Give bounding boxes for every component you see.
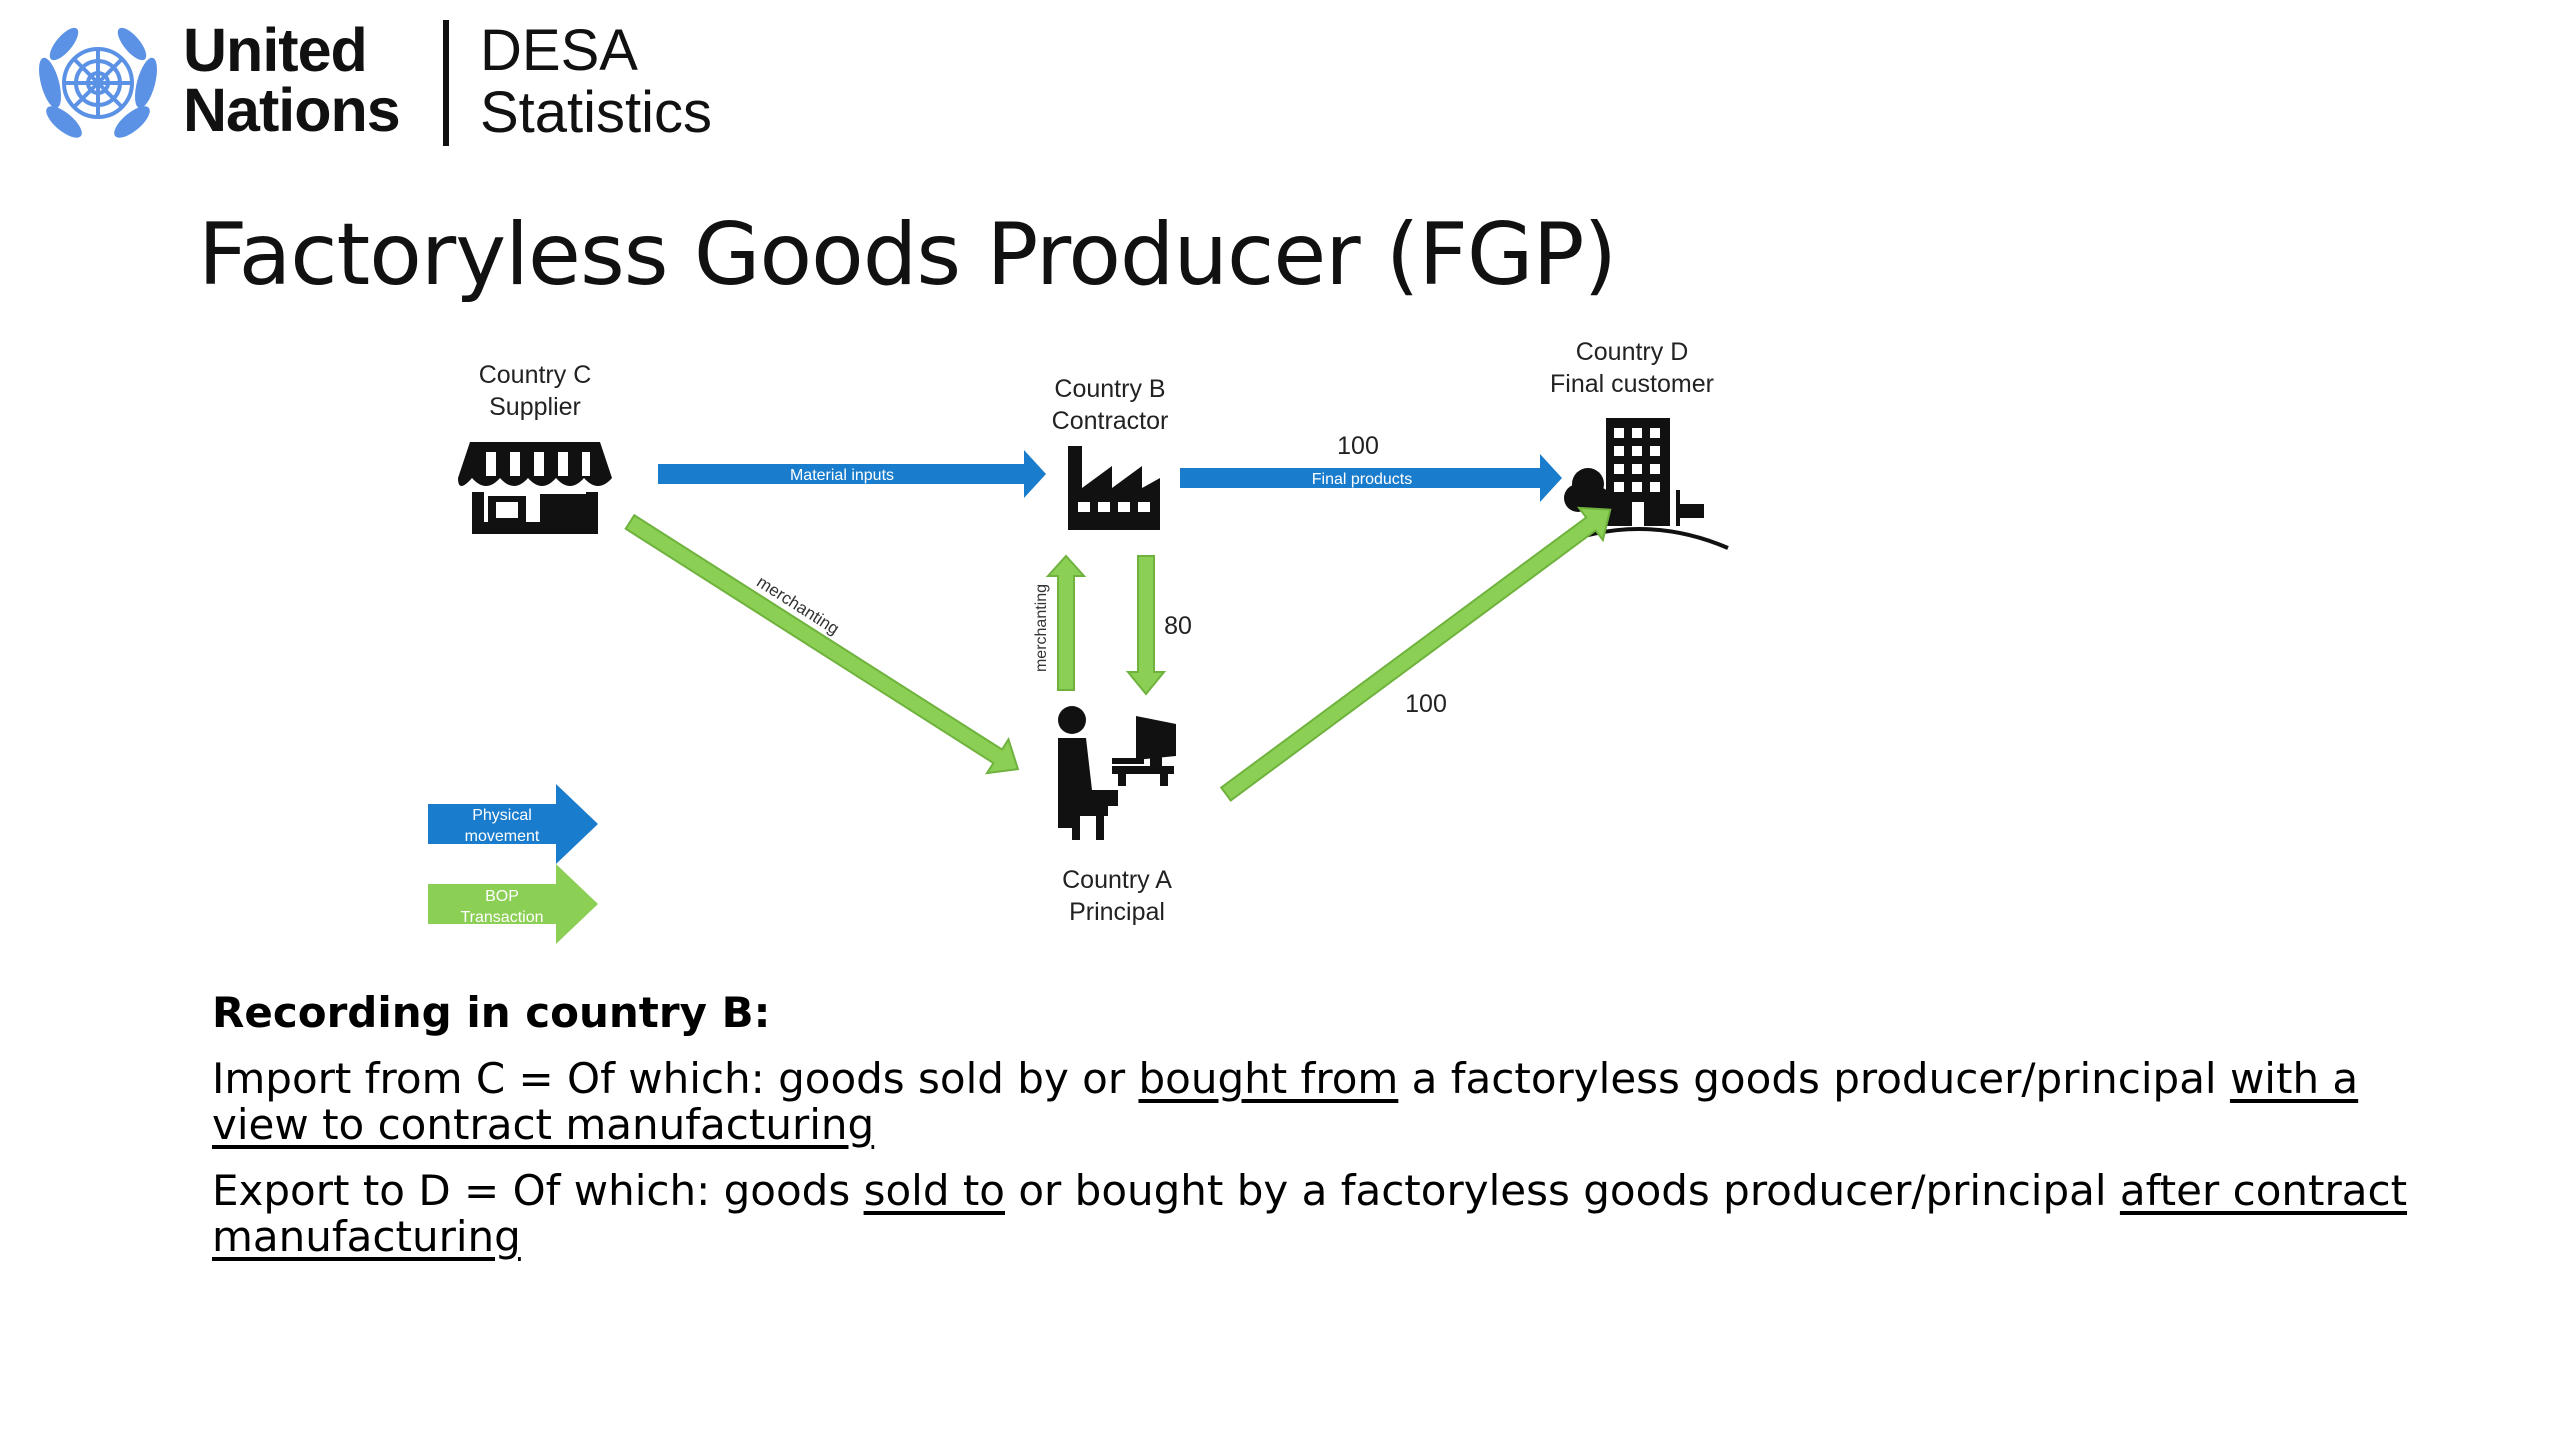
factory-icon: [1068, 446, 1160, 530]
merchanting-c-to-a-arrow: [624, 513, 1020, 775]
export-text-2: or bought by a factoryless goods produce…: [1005, 1166, 2120, 1215]
fgp-flow-diagram: Country C Supplier Country B Contractor …: [428, 338, 1729, 944]
legend-physical-line2: movement: [465, 828, 540, 845]
import-underline-1: bought from: [1138, 1054, 1399, 1103]
export-recording-paragraph: Export to D = Of which: goods sold to or…: [212, 1168, 2412, 1260]
b-to-a-value: 80: [1164, 612, 1192, 640]
export-text-1: Export to D = Of which: goods: [212, 1166, 864, 1215]
country-c-label: Country C: [479, 361, 592, 389]
legend: Physical movement BOP Transaction: [428, 784, 598, 944]
legend-bop-line2: Transaction: [461, 909, 544, 926]
import-text-1: Import from C = Of which: goods sold by …: [212, 1054, 1139, 1103]
recording-section: Recording in country B: Import from C = …: [212, 990, 2412, 1280]
desa-line1: DESA: [480, 18, 638, 83]
final-products-value: 100: [1337, 432, 1379, 460]
legend-bop-transaction: BOP Transaction: [428, 864, 598, 944]
a-to-d-arrow: [1219, 506, 1612, 802]
export-underline-2: after contract manufacturing: [212, 1166, 2408, 1261]
page-title: Factoryless Goods Producer (FGP): [198, 205, 1617, 305]
person-at-computer-icon: [1058, 706, 1176, 840]
legend-bop-line1: BOP: [485, 888, 519, 905]
desa-line2: Statistics: [480, 80, 713, 145]
import-text-2: a factoryless goods producer/principal: [1398, 1054, 2230, 1103]
import-recording-paragraph: Import from C = Of which: goods sold by …: [212, 1056, 2412, 1148]
legend-physical-line1: Physical: [472, 807, 532, 824]
recording-heading: Recording in country B:: [212, 988, 771, 1037]
country-d-label: Country D: [1576, 338, 1689, 366]
country-a-label: Country A: [1062, 866, 1172, 894]
un-emblem-icon: [39, 27, 157, 138]
final-products-arrow: Final products 100: [1180, 432, 1562, 502]
a-to-d-value: 100: [1405, 690, 1447, 718]
country-b-role: Contractor: [1052, 407, 1169, 435]
un-line1: United: [183, 16, 368, 84]
un-wordmark: United Nations: [183, 16, 401, 144]
country-a-role: Principal: [1069, 898, 1165, 926]
export-underline-1: sold to: [863, 1166, 1005, 1215]
store-icon: [458, 442, 612, 534]
final-products-label: Final products: [1312, 471, 1413, 488]
country-d-role: Final customer: [1550, 370, 1714, 398]
country-c-role: Supplier: [489, 393, 581, 421]
city-building-icon: [1547, 418, 1729, 550]
merchanting-a-to-b-arrow: [1045, 554, 1087, 691]
merchanting-vertical-label: merchanting: [1033, 584, 1050, 672]
un-desa-logo: United Nations DESA Statistics: [28, 18, 748, 148]
un-line2: Nations: [183, 76, 401, 144]
legend-physical-movement: Physical movement: [428, 784, 598, 864]
country-b-label: Country B: [1054, 375, 1165, 403]
b-to-a-arrow: [1125, 555, 1167, 696]
desa-wordmark: DESA Statistics: [480, 20, 712, 144]
logo-divider: [443, 20, 449, 146]
material-inputs-label: Material inputs: [790, 467, 894, 484]
import-underline-2: with a view to contract manufacturing: [212, 1054, 2359, 1149]
material-inputs-arrow: Material inputs: [658, 450, 1046, 498]
